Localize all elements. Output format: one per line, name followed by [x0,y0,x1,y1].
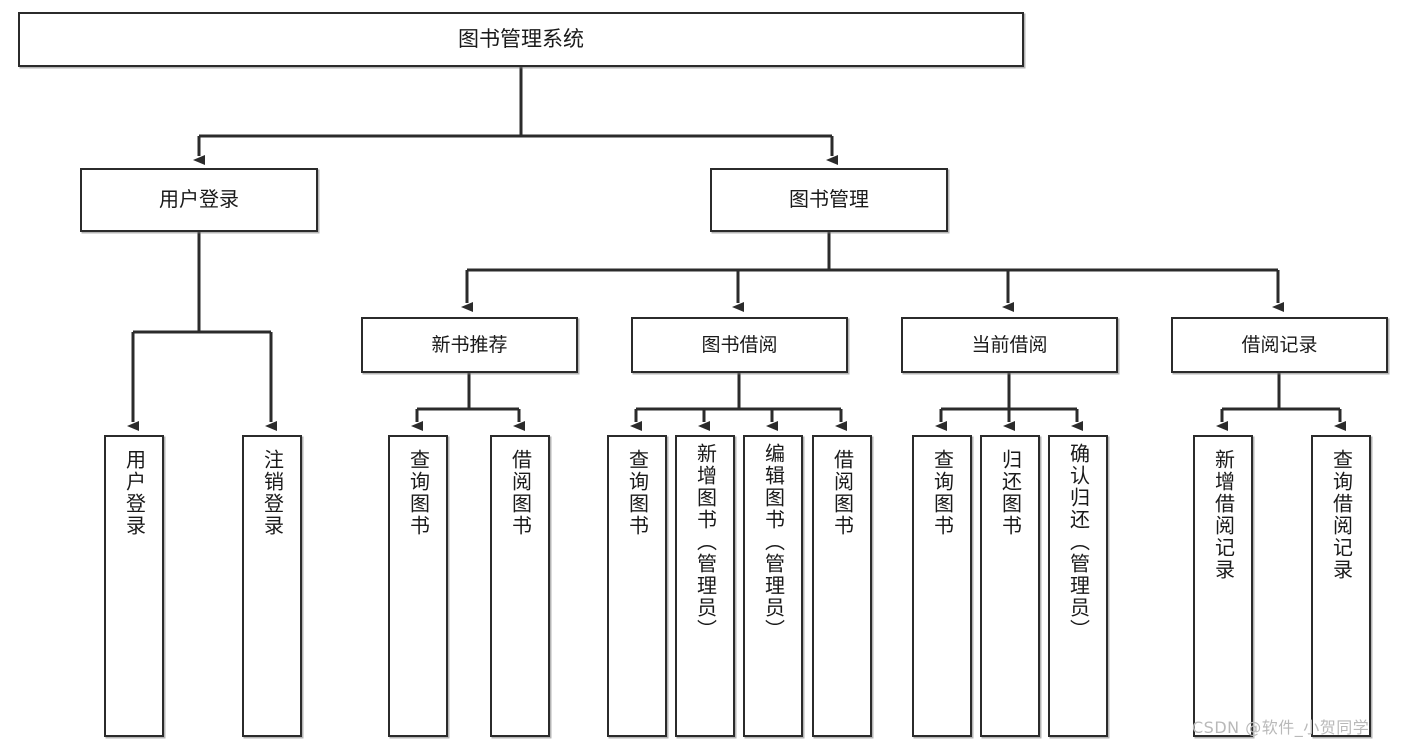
node-leaf-user-login[interactable]: 用户登录 [104,435,164,737]
node-label: 编辑图书（管理员） [761,443,786,641]
node-borrow-record[interactable]: 借阅记录 [1171,317,1388,373]
node-label: 借阅图书 [508,449,533,537]
node-label: 归还图书 [998,449,1023,537]
csdn-watermark: CSDN @软件_小贺同学 [1192,718,1370,737]
node-label: 新书推荐 [431,333,508,356]
node-label: 用户登录 [159,187,239,212]
node-label: 当前借阅 [971,333,1048,356]
node-label: 图书管理系统 [458,27,584,52]
node-user-login[interactable]: 用户登录 [80,168,318,232]
node-leaf-query-record[interactable]: 查询借阅记录 [1311,435,1371,737]
node-label: 查询图书 [406,449,431,537]
node-label: 新增借阅记录 [1211,449,1236,581]
node-leaf-logout-login[interactable]: 注销登录 [242,435,302,737]
node-leaf-borrow-book-1[interactable]: 借阅图书 [490,435,550,737]
node-label: 确认归还（管理员） [1066,443,1091,641]
node-leaf-borrow-book-2[interactable]: 借阅图书 [812,435,872,737]
node-root-system[interactable]: 图书管理系统 [18,12,1024,67]
node-label: 图书借阅 [701,333,778,356]
node-book-borrow[interactable]: 图书借阅 [631,317,848,373]
node-current-borrow[interactable]: 当前借阅 [901,317,1118,373]
node-label: 借阅图书 [830,449,855,537]
node-label: 图书管理 [789,187,869,212]
node-label: 查询图书 [930,449,955,537]
node-leaf-edit-book[interactable]: 编辑图书（管理员） [743,435,803,737]
node-leaf-confirm-return[interactable]: 确认归还（管理员） [1048,435,1108,737]
node-leaf-add-book[interactable]: 新增图书（管理员） [675,435,735,737]
node-leaf-return-book[interactable]: 归还图书 [980,435,1040,737]
node-new-book-recommend[interactable]: 新书推荐 [361,317,578,373]
node-label: 注销登录 [260,449,285,537]
node-book-management[interactable]: 图书管理 [710,168,948,232]
node-label: 用户登录 [122,449,147,537]
node-leaf-query-book-1[interactable]: 查询图书 [388,435,448,737]
node-leaf-add-record[interactable]: 新增借阅记录 [1193,435,1253,737]
node-label: 新增图书（管理员） [693,443,718,641]
node-leaf-query-book-2[interactable]: 查询图书 [607,435,667,737]
node-label: 查询图书 [625,449,650,537]
node-leaf-query-book-3[interactable]: 查询图书 [912,435,972,737]
node-label: 借阅记录 [1241,333,1318,356]
node-label: 查询借阅记录 [1329,449,1354,581]
